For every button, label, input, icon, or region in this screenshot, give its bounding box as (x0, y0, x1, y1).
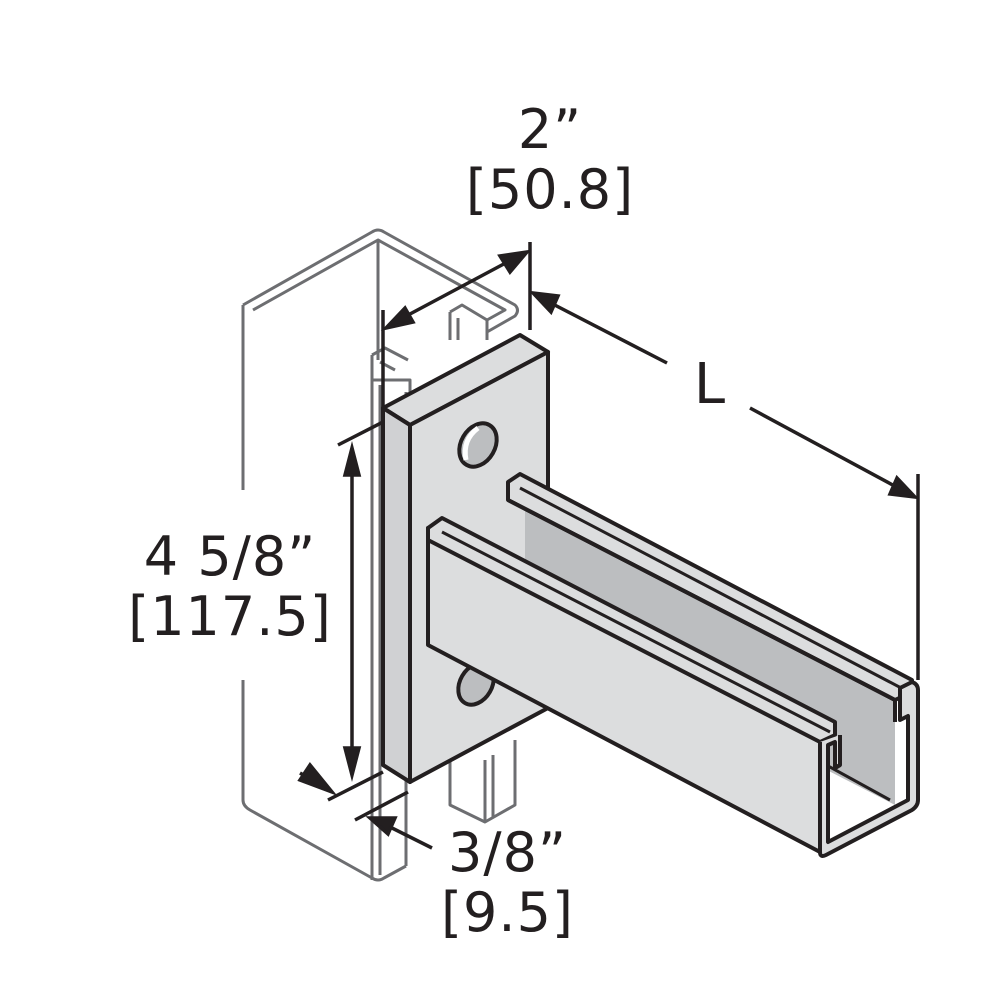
thickness-metric: [9.5] (440, 881, 574, 944)
length-symbol: L (693, 352, 727, 417)
thickness-dimension-label: 3/8” [9.5] (425, 823, 590, 943)
height-dimension-label: 4 5/8” [117.5] (110, 527, 350, 647)
width-imperial: 2” (517, 98, 583, 161)
channel-arm (426, 472, 920, 858)
thickness-imperial: 3/8” (448, 821, 567, 884)
height-metric: [117.5] (128, 585, 332, 648)
width-metric: [50.8] (465, 158, 635, 221)
dimension-lines (297, 242, 920, 850)
length-dimension-label: L (670, 355, 750, 415)
width-dimension-label: 2” [50.8] (455, 100, 645, 220)
height-imperial: 4 5/8” (143, 525, 317, 588)
